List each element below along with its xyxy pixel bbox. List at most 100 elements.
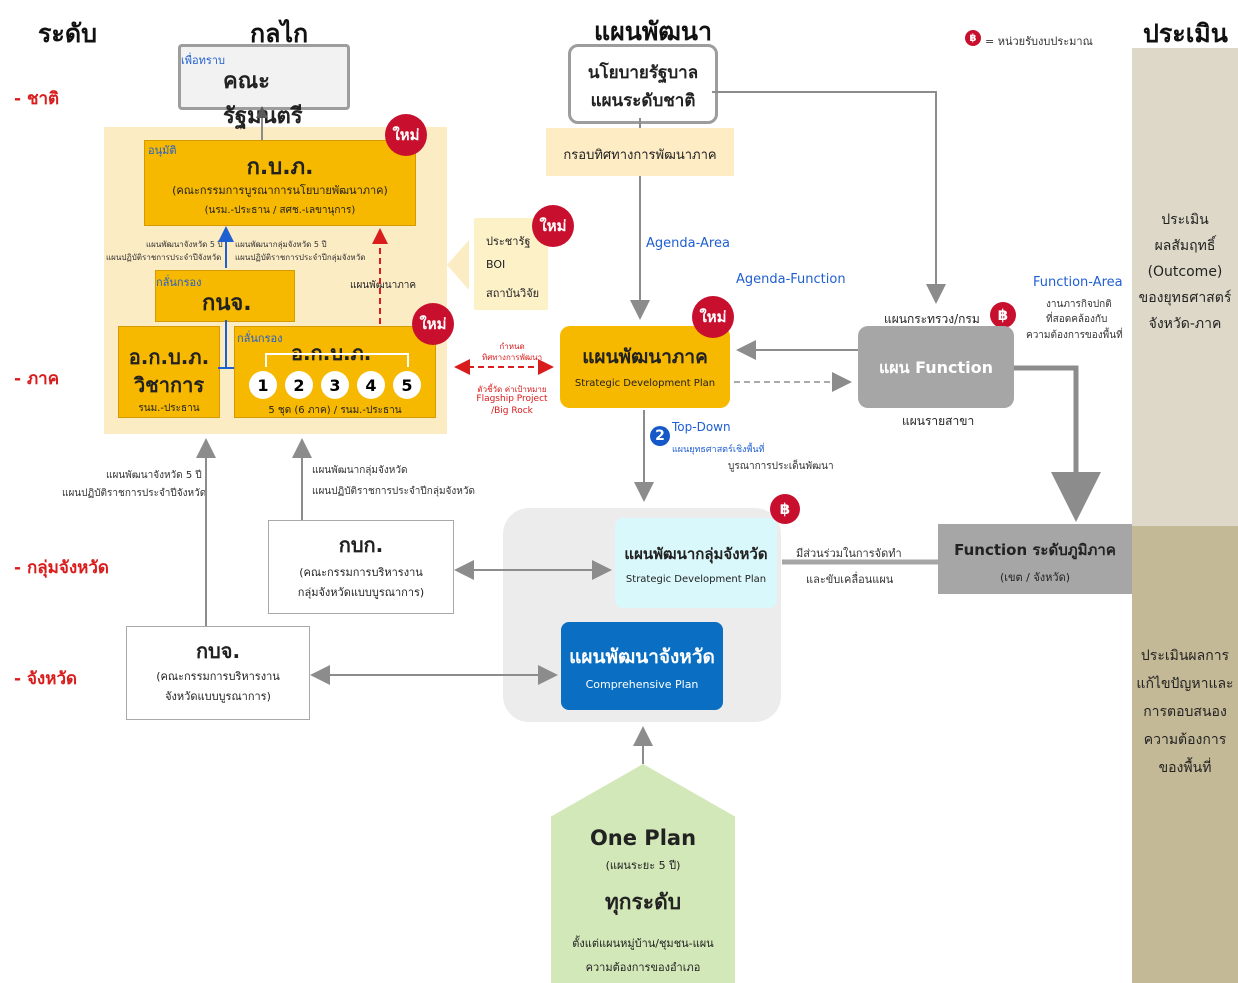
akbp-box: กลั่นกรอง อ.ก.บ.ภ. 1 2 3 4 5 5 ชุด (6 ภา… — [234, 326, 436, 418]
red-arrow-note-l5: /Big Rock — [491, 406, 533, 416]
akbp-number-5: 5 — [393, 371, 421, 399]
kbk-title: กบก. — [338, 533, 384, 557]
akbp-academic-title1: อ.ก.บ.ภ. — [128, 345, 210, 369]
arrow-function-to-regional — [1014, 365, 1101, 522]
function-area-l2: ที่สอดคล้องกับ — [1046, 314, 1108, 325]
red-arrow-note-l3: ตัวชี้วัด ค่าเป้าหมาย — [477, 385, 547, 394]
note-regional-plan: แผนพัฒนาภาค — [350, 280, 417, 291]
regional-plan-title: แผนพัฒนาภาค — [582, 346, 708, 368]
akbp-academic-box: อ.ก.บ.ภ. วิชาการ รนม.-ประธาน — [118, 326, 220, 418]
note-province-plan: แผนพัฒนาจังหวัด 5 ปี — [146, 240, 223, 249]
one-plan-title: One Plan — [589, 826, 697, 850]
red-arrow-note-l1: กำหนด — [499, 342, 525, 351]
function-regional-box: Function ระดับภูมิภาค (เขต / จังหวัด) — [938, 524, 1132, 594]
kbj-l2: จังหวัดแบบบูรณาการ) — [165, 690, 271, 703]
cabinet-box: เพื่อทราบ คณะรัฐมนตรี — [178, 44, 350, 129]
kbp-chair: (นรม.-ประธาน / สศช.-เลขานุการ) — [204, 205, 356, 216]
one-plan-shape — [551, 764, 735, 983]
akbp-academic-title2: วิชาการ — [133, 373, 205, 397]
note-province-annual: แผนปฏิบัติราชการประจำปีจังหวัด — [106, 253, 222, 262]
eval-outcome-3: (Outcome) — [1147, 264, 1223, 280]
knj-title: กนจ. — [202, 291, 252, 316]
eval-outcome-4: ของยุทธศาสตร์ — [1138, 290, 1232, 306]
kbp-title: ก.บ.ภ. — [246, 155, 314, 180]
policy-box: นโยบายรัฐบาล แผนระดับชาติ — [568, 44, 718, 124]
level-region: - ภาค — [14, 369, 60, 389]
eval-outcome-1: ประเมิน — [1161, 212, 1209, 228]
one-plan-l1: (แผนระยะ 5 ปี) — [605, 859, 681, 872]
kbj-l1: (คณะกรรมการบริหารงาน — [156, 670, 280, 683]
kbp-note: อนุมัติ — [148, 144, 177, 157]
topdown-title: Top-Down — [672, 420, 731, 434]
group-plan-box: แผนพัฒนากลุ่มจังหวัด Strategic Developme… — [615, 518, 777, 608]
level-province-group: - กลุ่มจังหวัด — [14, 558, 109, 578]
arrow-policy-ministry — [712, 91, 946, 304]
note-group-plan: แผนพัฒนากลุ่มจังหวัด 5 ปี — [235, 240, 327, 249]
header-level: ระดับ — [38, 19, 97, 48]
regional-plan-subtitle: Strategic Development Plan — [574, 378, 716, 389]
eval-response-3: การตอบสนอง — [1143, 704, 1227, 720]
group-plan-subtitle: Strategic Development Plan — [625, 574, 767, 585]
eval-response-5: ของพื้นที่ — [1158, 760, 1212, 776]
kbk-l1: (คณะกรรมการบริหารงาน — [299, 566, 423, 579]
header-mechanism: กลไก — [250, 19, 309, 48]
new-badge-stakeholder: ใหม่ — [532, 205, 574, 247]
level-nation: - ชาติ — [14, 89, 60, 109]
knj-box: กลั่นกรอง กนจ. — [155, 270, 295, 322]
akbp-bracket — [265, 353, 409, 367]
function-plan-title: แผน Function — [878, 358, 994, 377]
cabinet-title: คณะรัฐมนตรี — [223, 69, 303, 129]
eval-outcome: ประเมิน ผลสัมฤทธิ์ (Outcome) ของยุทธศาสต… — [1132, 210, 1238, 334]
function-area-title: Function-Area — [1033, 275, 1123, 290]
evaluation-panel-top — [1132, 48, 1238, 526]
kbp-box: อนุมัติ ก.บ.ภ. (คณะกรรมการบูรณาการนโยบาย… — [144, 140, 416, 226]
legend-text: = หน่วยรับงบประมาณ — [985, 35, 1093, 48]
eval-outcome-5: จังหวัด-ภาค — [1148, 316, 1222, 332]
eval-response-1: ประเมินผลการ — [1140, 648, 1230, 664]
topdown-l1: แผนยุทธศาสตร์เชิงพื้นที่ — [672, 445, 765, 455]
kbk-box: กบก. (คณะกรรมการบริหารงาน กลุ่มจังหวัดแบ… — [268, 520, 454, 614]
framework-box: กรอบทิศทางการพัฒนาภาค — [546, 128, 734, 176]
function-area-l3: ความต้องการของพื้นที่ — [1026, 330, 1123, 341]
cabinet-note: เพื่อทราบ — [181, 54, 225, 67]
province-plan-title: แผนพัฒนาจังหวัด — [569, 646, 715, 668]
kbp-subtitle: (คณะกรรมการบูรณาการนโยบายพัฒนาภาค) — [172, 184, 388, 197]
eval-response-2: แก้ไขปัญหาและ — [1136, 676, 1234, 692]
participate-l2: และขับเคลื่อนแผน — [806, 573, 894, 586]
framework-text: กรอบทิศทางการพัฒนาภาค — [563, 148, 717, 163]
function-plan-below: แผนรายสาขา — [902, 414, 975, 428]
kbj-box: กบจ. (คณะกรรมการบริหารงาน จังหวัดแบบบูรณ… — [126, 626, 310, 720]
kbj-title: กบจ. — [195, 639, 241, 663]
stakeholder-2: BOI — [486, 258, 506, 271]
agenda-area-label: Agenda-Area — [646, 236, 730, 251]
header-plan: แผนพัฒนา — [594, 17, 713, 46]
akbp-number-3: 3 — [321, 371, 349, 399]
akbp-number-4: 4 — [357, 371, 385, 399]
function-regional-title: Function ระดับภูมิภาค — [954, 541, 1116, 559]
mid-note-d: แผนปฏิบัติราชการประจำปีกลุ่มจังหวัด — [312, 486, 475, 497]
one-plan-l3: ตั้งแต่แผนหมู่บ้าน/ชุมชน-แผน — [572, 937, 714, 950]
province-plan-box: แผนพัฒนาจังหวัด Comprehensive Plan — [561, 622, 723, 710]
red-arrow-note-l4: Flagship Project — [476, 394, 548, 404]
akbp-number-2: 2 — [285, 371, 313, 399]
akbp-academic-chair: รนม.-ประธาน — [138, 403, 200, 414]
stakeholder-3: สถาบันวิจัย — [486, 287, 540, 300]
kbk-l2: กลุ่มจังหวัดแบบบูรณาการ) — [297, 586, 425, 599]
one-plan-l4: ความต้องการของอำเภอ — [585, 961, 701, 974]
budget-icon-group: ฿ — [770, 494, 800, 524]
province-plan-subtitle: Comprehensive Plan — [585, 678, 699, 691]
level-province: - จังหวัด — [14, 669, 78, 689]
new-badge-akbp: ใหม่ — [412, 303, 454, 345]
eval-response-4: ความต้องการ — [1143, 732, 1227, 748]
eval-response: ประเมินผลการ แก้ไขปัญหาและ การตอบสนอง คว… — [1132, 646, 1238, 778]
knj-note: กลั่นกรอง — [156, 276, 202, 289]
new-badge-regional: ใหม่ — [692, 296, 734, 338]
function-plan-box: แผน Function — [858, 326, 1014, 408]
regional-plan-box: แผนพัฒนาภาค Strategic Development Plan — [560, 326, 730, 408]
stakeholder-1: ประชารัฐ — [486, 235, 531, 248]
mid-note-c: แผนพัฒนากลุ่มจังหวัด — [312, 465, 408, 476]
evaluation-panel-bottom — [1132, 526, 1238, 983]
one-plan-l2: ทุกระดับ — [604, 890, 682, 914]
function-regional-subtitle: (เขต / จังหวัด) — [999, 571, 1071, 584]
eval-outcome-2: ผลสัมฤทธิ์ — [1154, 238, 1216, 254]
